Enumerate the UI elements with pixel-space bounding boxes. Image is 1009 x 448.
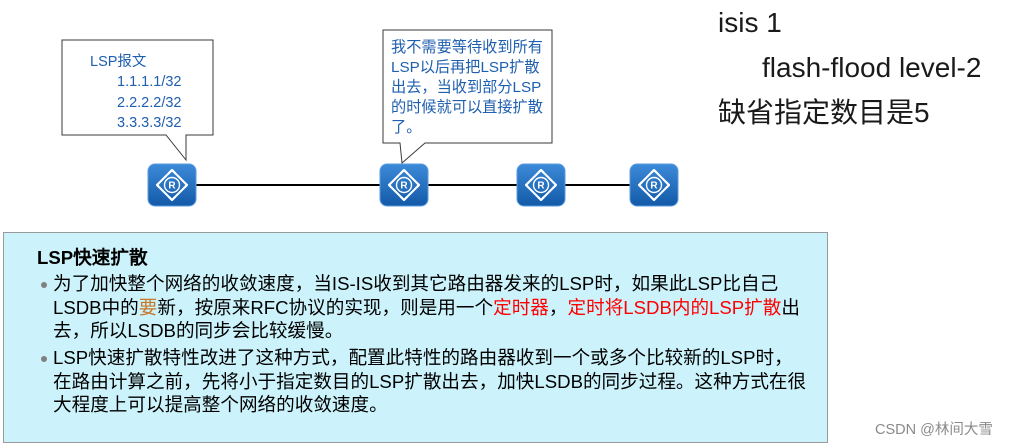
text-line: 去，所以LSDB的同步会比较缓慢。 xyxy=(53,319,806,343)
text-line: 为了加快整个网络的收敛速度，当IS-IS收到其它路由器发来的LSP时，如果此LS… xyxy=(53,272,806,296)
emphasis-text: 定时器 xyxy=(493,296,549,318)
config-line: isis 1 xyxy=(718,7,782,38)
prefix-item: 1.1.1.1/32 xyxy=(117,74,182,91)
callout-line: 了。 xyxy=(391,119,422,136)
lsp-packet-callout: LSP报文 1.1.1.1/32 2.2.2.2/32 3.3.3.3/32 xyxy=(90,52,182,134)
router-glyph: R xyxy=(400,181,408,192)
fast-flood-note-callout-bubble xyxy=(382,29,553,165)
router-glyph: R xyxy=(537,181,545,192)
bullet-item: 为了加快整个网络的收敛速度，当IS-IS收到其它路由器发来的LSP时，如果此LS… xyxy=(37,272,806,343)
emphasis-text: 定时将LSDB内的LSP扩散 xyxy=(567,296,782,318)
router-icon: R xyxy=(629,163,679,207)
bullet-item: LSP快速扩散特性改进了这种方式，配置此特性的路由器收到一个或多个比较新的LSP… xyxy=(37,346,806,417)
lsp-packet-callout-bubble xyxy=(61,39,214,162)
bullet-dot-icon xyxy=(41,282,47,288)
router-glyph: R xyxy=(168,181,176,192)
text-line: 大程度上可以提高整个网络的收敛速度。 xyxy=(53,393,806,417)
config-line: flash-flood level-2 xyxy=(762,52,982,83)
text-segment: LSDB中的 xyxy=(53,296,139,318)
callout-line: LSP以后再把LSP扩散 xyxy=(391,59,540,76)
info-title: LSP快速扩散 xyxy=(37,247,148,268)
highlighted-text: 要 xyxy=(138,296,158,318)
router-icon: R xyxy=(516,163,566,207)
callout-line: 我不需要等待收到所有 xyxy=(391,39,543,56)
text-segment: 大程度上可以提高整个网络的收敛速度。 xyxy=(53,394,388,415)
prefix-item: 2.2.2.2/32 xyxy=(117,94,182,111)
callout-line: 的时候就可以直接扩散 xyxy=(391,99,543,116)
text-segment: 为了加快整个网络的收敛速度，当IS-IS收到其它路由器发来的LSP时，如果此LS… xyxy=(53,273,779,294)
info-box: LSP快速扩散 为了加快整个网络的收敛速度，当IS-IS收到其它路由器发来的LS… xyxy=(3,232,828,443)
fast-flood-note-callout: 我不需要等待收到所有 LSP以后再把LSP扩散 出去，当收到部分LSP 的时候就… xyxy=(391,38,543,138)
text-segment: 新，按原来RFC协议的实现，则是用一个 xyxy=(157,296,494,318)
callout-line: 出去，当收到部分LSP xyxy=(391,79,542,96)
prefix-item: 3.3.3.3/32 xyxy=(117,115,182,132)
bullet-dot-icon xyxy=(41,356,47,362)
text-segment: 在路由计算之前，先将小于指定数目的LSP扩散出去，加快LSDB的同步过程。这种方… xyxy=(53,370,807,392)
config-commands: isis 1 flash-flood level-2 缺省指定数目是5 xyxy=(718,0,981,135)
text-segment: 出 xyxy=(781,296,800,318)
text-line: LSP快速扩散特性改进了这种方式，配置此特性的路由器收到一个或多个比较新的LSP… xyxy=(53,346,806,370)
lsp-packet-title: LSP报文 xyxy=(90,54,147,70)
router-icon: R xyxy=(147,163,197,207)
config-note: 缺省指定数目是5 xyxy=(718,97,930,128)
text-segment: 去，所以LSDB的同步会比较缓慢。 xyxy=(53,320,344,341)
watermark: CSDN @林间大雪 xyxy=(875,422,993,438)
text-line: LSDB中的 要 新，按原来RFC协议的实现，则是用一个 定时器 ， 定时将LS… xyxy=(53,296,806,320)
info-content: LSP快速扩散 为了加快整个网络的收敛速度，当IS-IS收到其它路由器发来的LS… xyxy=(37,246,806,417)
text-line: 在路由计算之前，先将小于指定数目的LSP扩散出去，加快LSDB的同步过程。这种方… xyxy=(53,370,806,394)
text-segment: LSP快速扩散特性改进了这种方式，配置此特性的路由器收到一个或多个比较新的LSP… xyxy=(53,347,793,368)
router-glyph: R xyxy=(650,181,658,192)
text-segment: ， xyxy=(548,296,568,318)
router-icon: R xyxy=(379,163,429,207)
